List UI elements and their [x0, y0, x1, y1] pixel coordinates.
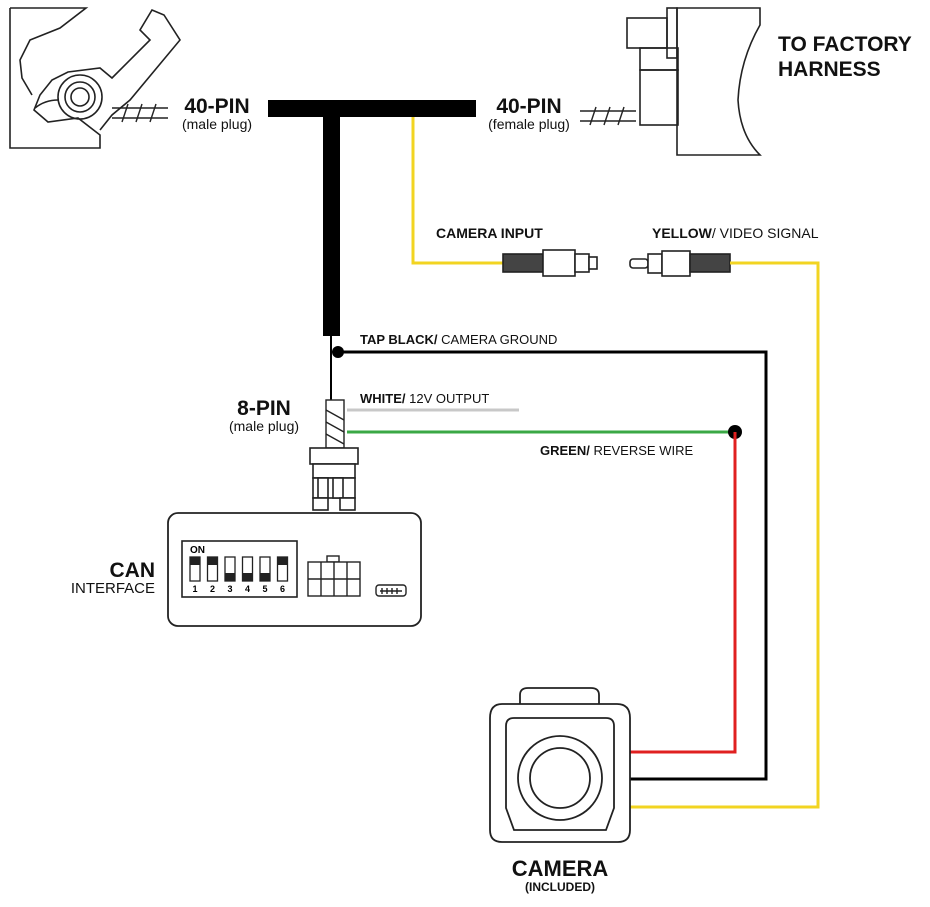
- yellow-wire-rest: / VIDEO SIGNAL: [711, 225, 819, 241]
- white-wire-label: WHITE/ 12V OUTPUT: [360, 392, 489, 405]
- factory-harness-icon: [626, 7, 762, 156]
- white-wire-rest: 12V OUTPUT: [405, 391, 490, 406]
- white-wire-bold: WHITE/: [360, 391, 406, 406]
- black-ground-wire: [338, 350, 768, 781]
- pin8-sub: (male plug): [228, 418, 300, 434]
- eight-pin-socket-icon: [307, 555, 361, 597]
- t-harness: [268, 100, 476, 336]
- pin40-female-title: 40-PIN: [496, 95, 562, 118]
- yellow-wire-label: YELLOW/ VIDEO SIGNAL: [652, 226, 818, 240]
- red-power-wire: [630, 432, 737, 754]
- can-title: CAN: [109, 559, 156, 582]
- green-wire-rest: REVERSE WIRE: [589, 443, 694, 458]
- pin8-label: 8-PIN (male plug): [212, 398, 316, 433]
- ground-tap-dot: [332, 346, 344, 358]
- pin8-title: 8-PIN: [237, 397, 291, 420]
- mini-usb-port-icon: [375, 584, 407, 597]
- dip-switch-knob-5: [260, 573, 270, 581]
- tap-black-bold: TAP BLACK/: [360, 332, 438, 347]
- eight-pin-connector-icon: [309, 447, 359, 511]
- dip-switch-number-2: 2: [210, 584, 215, 594]
- tap-black-rest: CAMERA GROUND: [437, 332, 558, 347]
- can-sub: INTERFACE: [70, 580, 155, 597]
- dip-switch-number-6: 6: [280, 584, 285, 594]
- radio-bracket-icon: [9, 7, 181, 149]
- yellow-video-wire: [630, 261, 820, 809]
- camera-title: CAMERA: [511, 856, 609, 881]
- dip-switch-knob-6: [277, 557, 288, 565]
- dip-switch-knob-4: [242, 573, 253, 581]
- dip-switch-number-5: 5: [262, 584, 267, 594]
- yellow-wire-bold: YELLOW: [652, 225, 712, 241]
- pin40-female-label: 40-PIN (female plug): [477, 96, 581, 131]
- pin40-male-title: 40-PIN: [184, 95, 250, 118]
- yellow-video-rca-icon: [629, 250, 731, 277]
- cable-hatch-right: [580, 106, 636, 126]
- dip-switch-knob-2: [207, 557, 218, 565]
- dip-switch-knob-3: [225, 573, 235, 581]
- can-interface-box: ON 1 2 3 4 5 6: [167, 512, 422, 627]
- to-factory-line1: TO FACTORY: [778, 33, 912, 56]
- green-wire-label: GREEN/ REVERSE WIRE: [540, 444, 693, 457]
- camera-label: CAMERA (INCLUDED): [500, 856, 620, 894]
- dip-switch-knob-1: [190, 557, 200, 565]
- eight-pin-cable: [325, 399, 345, 449]
- tap-black-label: TAP BLACK/ CAMERA GROUND: [360, 333, 557, 346]
- dip-switch-number-4: 4: [245, 584, 250, 594]
- yellow-camera-input-wire: [411, 117, 505, 265]
- pin40-female-sub: (female plug): [488, 116, 570, 132]
- camera-input-label: CAMERA INPUT: [436, 225, 543, 241]
- dip-on-label: ON: [190, 545, 205, 556]
- camera-input-rca-icon: [502, 249, 598, 277]
- green-wire-bold: GREEN/: [540, 443, 590, 458]
- cable-hatch-left: [112, 103, 168, 123]
- to-factory-line2: HARNESS: [778, 58, 881, 81]
- pin40-male-label: 40-PIN (male plug): [172, 96, 262, 131]
- to-factory-harness-label: TO FACTORY HARNESS: [778, 34, 912, 80]
- camera-icon: [489, 687, 631, 843]
- pin40-male-sub: (male plug): [181, 116, 253, 132]
- camera-sub: (INCLUDED): [525, 880, 595, 894]
- dip-switch-number-3: 3: [227, 584, 232, 594]
- dip-switch-number-1: 1: [192, 584, 197, 594]
- can-interface-label: CAN INTERFACE: [71, 560, 155, 596]
